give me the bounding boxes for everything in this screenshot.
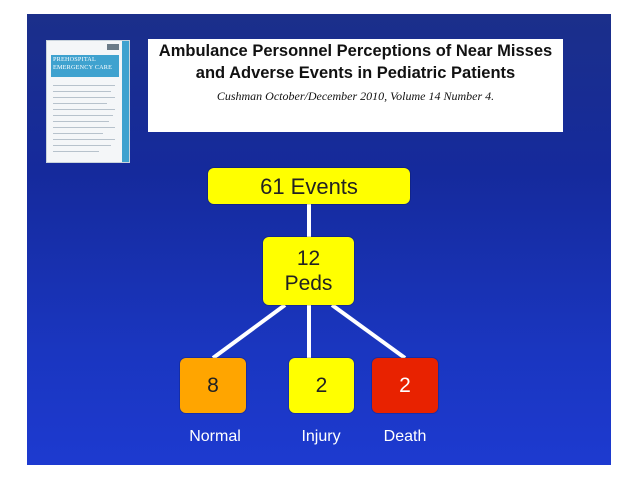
node-pediatric-events-label: 12 Peds — [285, 246, 333, 296]
node-death: 2 — [372, 358, 438, 413]
label-normal: Normal — [175, 428, 255, 446]
node-death-value: 2 — [399, 373, 411, 398]
label-injury: Injury — [281, 428, 361, 446]
node-normal: 8 — [180, 358, 246, 413]
node-normal-value: 8 — [207, 373, 219, 398]
label-death: Death — [365, 428, 445, 446]
node-pediatric-count: 12 — [285, 246, 333, 271]
connector-middle-death — [332, 305, 405, 358]
node-injury-value: 2 — [316, 373, 328, 398]
node-total-events: 61 Events — [208, 168, 410, 204]
node-total-events-label: 61 Events — [260, 174, 358, 199]
node-injury: 2 — [289, 358, 354, 413]
connector-middle-normal — [213, 305, 285, 358]
node-pediatric-events: 12 Peds — [263, 237, 354, 305]
node-pediatric-text: Peds — [285, 271, 333, 296]
slide: PREHOSPITAL EMERGENCY CARE Ambulance Per… — [27, 14, 611, 465]
